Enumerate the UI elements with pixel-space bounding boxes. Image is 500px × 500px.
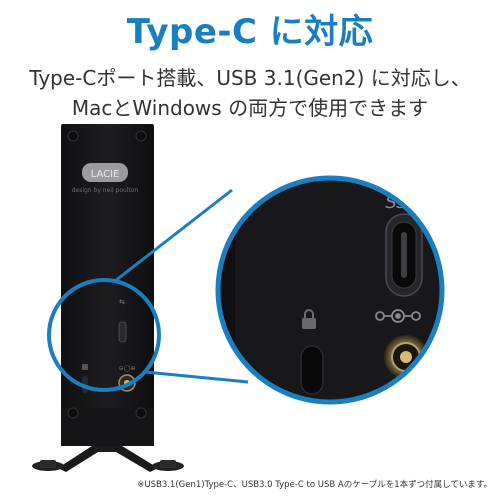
brand-logo: LACIE: [91, 169, 120, 180]
lock-icon: [302, 318, 316, 329]
zoom-source-circle: [47, 278, 161, 392]
screw-icon: [67, 407, 79, 419]
device-stand: [58, 446, 158, 472]
usb-speed-label: 10: [414, 183, 426, 193]
dc-power-polarity-icon: ⊖◯⊕: [119, 365, 136, 372]
zoom-connector-top: [114, 188, 233, 283]
usb-superspeed-icon: ⇆: [119, 298, 125, 306]
subtitle-line-2: MacとWindows の両方で使用できます: [71, 96, 429, 120]
subtitle-line-1: Type-Cポート搭載、USB 3.1(Gen2) に対応し、: [29, 66, 471, 90]
usb-c-port-small: [118, 321, 127, 343]
kensington-lock-slot: [300, 345, 324, 395]
screw-icon: [135, 407, 147, 419]
screw-icon: [67, 130, 79, 142]
page-title: Type-C に対応: [126, 12, 374, 52]
brand-logo-badge: [82, 163, 128, 182]
zoom-connector-bottom: [144, 370, 249, 384]
dc-power-polarity-icon: [375, 309, 421, 323]
lock-icon: [82, 364, 88, 370]
zoomed-ports-view: SS⇆ 10: [218, 178, 442, 402]
device-caption: design by neil poulton: [72, 187, 139, 194]
device-body: [61, 124, 154, 414]
footnote: ※USB3.1(Gen1)Type-C、USB3.0 Type-C to USB…: [137, 480, 492, 490]
zoom-lens-circle: [215, 175, 445, 405]
screw-icon: [135, 130, 147, 142]
hard-drive-device: LACIE design by neil poulton ⇆ ⊖◯⊕: [32, 124, 184, 472]
